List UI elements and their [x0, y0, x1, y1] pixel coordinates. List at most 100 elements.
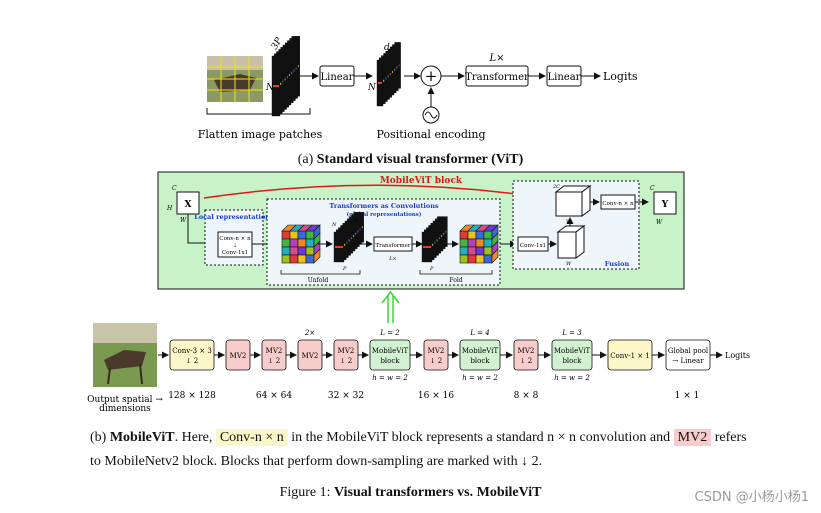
patch-stack: [271, 36, 300, 117]
output-dim-3: 32 × 32: [328, 391, 364, 401]
fusion-title: Fusion: [605, 260, 630, 268]
cube-cell: [467, 238, 477, 248]
cube-cell: [483, 238, 493, 248]
cube-cell: [467, 254, 477, 264]
pipeline-block-label: Conv-3 × 3: [172, 347, 212, 355]
tac-title: Transformers as Convolutions: [329, 202, 439, 210]
unfold-dim-d: d: [354, 218, 357, 224]
pipeline-block-sublabel: block: [562, 357, 582, 365]
pipeline-logits: Logits: [725, 351, 750, 360]
input-image: [207, 56, 263, 102]
cube-cell: [281, 230, 291, 240]
concat-dim-w: W: [566, 219, 572, 225]
pipeline-block-9: MV2↓ 2: [513, 339, 551, 371]
mini-transformer-label: Transformer: [375, 243, 410, 249]
x-dim-w: W: [180, 217, 187, 224]
cube-cell: [467, 230, 477, 240]
pipeline-block-sublabel: → Linear: [672, 357, 704, 365]
pipeline-block-box: [261, 339, 287, 371]
pipeline-block-box: [551, 339, 593, 371]
pipeline-block-top: L = 2: [379, 329, 400, 337]
pipeline-block-sublabel: block: [380, 357, 400, 365]
local-conv-nn: Conv-n × n: [219, 236, 251, 242]
pipeline-block-label: MobileViT: [372, 347, 409, 355]
local-rep-panel: Local representations Conv-n × n ↓ Conv-…: [194, 209, 274, 266]
concat-dim-2c: 2C: [552, 184, 560, 190]
fold-stack: [421, 216, 448, 263]
pipeline-block-box: [423, 339, 449, 371]
transformer-times: L×: [488, 53, 504, 64]
mini-transformer-times: L×: [388, 256, 397, 262]
pipeline-block-bottom: h = w = 2: [554, 374, 590, 382]
pipeline-block-label: MV2: [428, 347, 445, 355]
fusion-conv-nn-label: Conv-n × n: [602, 201, 634, 207]
cube-side: [313, 248, 321, 264]
embed-stack: [376, 42, 401, 107]
tac-panel: Transformers as Convolutions (global rep…: [266, 198, 501, 286]
caption-b-t1: . Here,: [174, 430, 213, 445]
pipeline-block-5: MV2↓ 2: [333, 339, 369, 371]
figure-caption: Figure 1: Visual transformers vs. Mobile…: [0, 485, 821, 501]
fold-dim-p: P: [429, 266, 434, 272]
pipeline-block-label: MobileViT: [462, 347, 499, 355]
pipeline-block-box: [369, 339, 411, 371]
pipeline-block-box: [333, 339, 359, 371]
pipeline-block-label: MV2: [518, 347, 535, 355]
cube-small: [556, 225, 586, 259]
cube-cell: [289, 238, 299, 248]
unfold-stack: [333, 211, 364, 263]
output-dim-4: 16 × 16: [418, 391, 454, 401]
pipeline-block-2: MV2: [225, 339, 261, 371]
dog-image: [93, 323, 157, 387]
pos-enc-label: Positional encoding: [376, 128, 485, 141]
pipeline-block-label: MV2: [230, 352, 247, 360]
unfold-dim-p: P: [342, 266, 347, 272]
pipeline-block-label: MobileViT: [554, 347, 591, 355]
x-dim-c: C: [172, 185, 177, 192]
pipeline-block-label: MV2: [266, 347, 283, 355]
cube-cell: [459, 254, 469, 264]
pipeline-block-sublabel: ↓ 2: [268, 357, 281, 365]
pipeline-block-box: [459, 339, 501, 371]
caption-b-conv-highlight: Conv-n × n: [215, 429, 288, 446]
caption-b-prefix: (b): [90, 430, 107, 445]
dim-n: N: [265, 83, 275, 93]
output-dim-1: 128 × 128: [168, 391, 216, 401]
tac-subtitle: (global representations): [347, 211, 422, 218]
mobilevit-block-title: MobileViT block: [380, 176, 463, 186]
cube-cell: [475, 246, 485, 256]
watermark: CSDN @小杨小杨1: [694, 490, 809, 505]
cube-side: [491, 248, 499, 264]
cube-cell: [305, 246, 315, 256]
figure-caption-prefix: Figure 1:: [279, 485, 331, 500]
pipeline-block-bottom: h = w = 2: [372, 374, 408, 382]
y-label: Y: [661, 200, 669, 210]
x-label: X: [185, 200, 192, 210]
pipeline-block-top: 2×: [304, 329, 315, 337]
cube-cell: [297, 238, 307, 248]
y-box: [653, 191, 677, 215]
caption-b: (b) MobileViT. Here, Conv-n × n in the M…: [90, 426, 760, 474]
cube-cell: [483, 246, 493, 256]
y-dim-c: C: [650, 185, 655, 192]
linear-1-label: Linear: [321, 72, 354, 83]
pipeline-block-7: MV2↓ 2: [423, 339, 459, 371]
cube-cell: [289, 230, 299, 240]
pipeline-block-3: MV2↓ 2: [261, 339, 297, 371]
cube-cell: [475, 238, 485, 248]
unfold-label: Unfold: [308, 277, 329, 284]
caption-b-bold: MobileViT: [109, 430, 175, 445]
dim-d: d: [384, 43, 390, 53]
pipeline-block-box: [513, 339, 539, 371]
fold-label: Fold: [449, 277, 462, 284]
cube-cell: [297, 254, 307, 264]
local-title: Local representations: [194, 213, 274, 221]
pipeline-block-label: Conv-1 × 1: [610, 352, 650, 360]
pipeline-block-box: [169, 339, 215, 371]
pipeline-block-6: MobileViT block L = 2 h = w = 2: [369, 329, 423, 382]
cube-left: [281, 224, 321, 264]
y-dim-w: W: [656, 219, 663, 226]
